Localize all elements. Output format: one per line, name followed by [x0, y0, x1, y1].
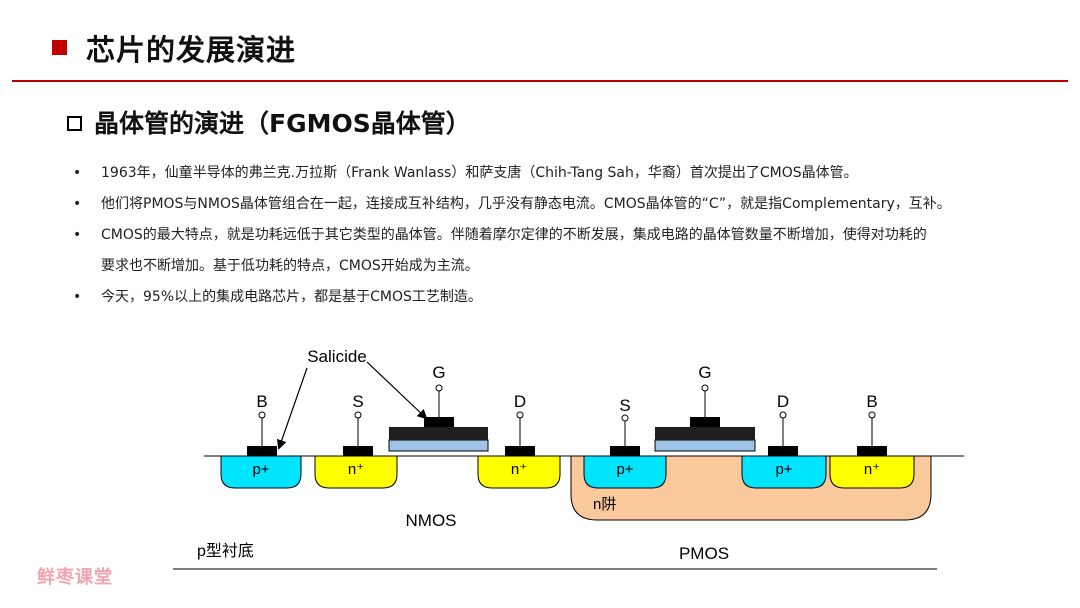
- bullet-text: 1963年，仙童半导体的弗兰克.万拉斯（Frank Wanlass）和萨支唐（C…: [101, 165, 858, 181]
- bullet-text: 今天，95%以上的集成电路芯片，都是基于CMOS工艺制造。: [101, 289, 482, 305]
- salicide-arrow-left: [276, 367, 308, 450]
- pmos-source-region-label: p+: [616, 461, 633, 478]
- nmos-terminal-b-label: B: [256, 392, 267, 411]
- salicide-label: Salicide: [307, 347, 367, 366]
- bullet-dot: •: [73, 196, 82, 212]
- pmos-body-region-label: n⁺: [864, 461, 880, 478]
- bullet-text: 要求也不断增加。基于低功耗的特点，CMOS开始成为主流。: [101, 258, 479, 274]
- bullet-item: • 今天，95%以上的集成电路芯片，都是基于CMOS工艺制造。: [70, 282, 1050, 313]
- watermark: 鲜枣课堂: [37, 567, 113, 588]
- pmos-label: PMOS: [679, 544, 729, 563]
- substrate-label: p型衬底: [197, 542, 254, 560]
- nmos-gate-contact: [424, 417, 454, 427]
- pmos-terminal-g-label: G: [698, 363, 711, 382]
- nmos-terminal-s-label: S: [352, 392, 363, 411]
- section-subtitle: 晶体管的演进（FGMOS晶体管）: [94, 109, 471, 138]
- nmos-label: NMOS: [406, 511, 457, 530]
- nmos-source-region-label: n⁺: [348, 461, 364, 478]
- nmos-body-region-label: p+: [252, 461, 269, 478]
- nmos-body-p-plus-region: [220, 455, 302, 489]
- pmos-source-p-plus-region: [583, 455, 667, 489]
- bullet-dot: •: [73, 165, 82, 181]
- bullet-item: • 他们将PMOS与NMOS晶体管组合在一起，连接成互补结构，几乎没有静态电流。…: [70, 189, 1050, 220]
- pmos-drain-region-label: p+: [775, 461, 792, 478]
- bullet-item-continuation: 要求也不断增加。基于低功耗的特点，CMOS开始成为主流。: [70, 251, 1050, 282]
- pmos-gate-oxide: [654, 439, 756, 452]
- pmos-terminal-b-label: B: [866, 392, 877, 411]
- nmos-gate-oxide: [388, 439, 489, 452]
- bullet-text: CMOS的最大特点，就是功耗远低于其它类型的晶体管。伴随着摩尔定律的不断发展，集…: [101, 227, 927, 243]
- nmos-drain-n-plus-region: [477, 455, 561, 489]
- nmos-source-contact: [343, 446, 373, 456]
- title-bullet-square: [52, 40, 67, 55]
- pmos-source-contact: [610, 446, 640, 456]
- pmos-gate-contact: [690, 417, 720, 427]
- bullet-dot: •: [73, 227, 82, 243]
- slide-title: 芯片的发展演进: [86, 33, 297, 67]
- terminal-leads: [258, 384, 876, 446]
- n-well-label: n阱: [593, 496, 616, 513]
- bullet-dot: •: [73, 289, 82, 305]
- pmos-drain-p-plus-region: [741, 455, 827, 489]
- nmos-body-contact: [247, 446, 277, 456]
- nmos-terminal-g-label: G: [432, 363, 445, 382]
- bullet-item: • CMOS的最大特点，就是功耗远低于其它类型的晶体管。伴随着摩尔定律的不断发展…: [70, 220, 1050, 251]
- pmos-gate-poly: [655, 427, 755, 440]
- bullet-item: • 1963年，仙童半导体的弗兰克.万拉斯（Frank Wanlass）和萨支唐…: [70, 158, 1050, 189]
- nmos-terminal-d-label: D: [514, 392, 526, 411]
- pmos-drain-contact: [768, 446, 798, 456]
- nmos-drain-contact: [505, 446, 535, 456]
- title-divider: [12, 80, 1068, 82]
- subtitle-bullet-box: [67, 116, 82, 131]
- pmos-terminal-d-label: D: [777, 392, 789, 411]
- nmos-drain-region-label: n⁺: [511, 461, 527, 478]
- nmos-source-n-plus-region: [314, 455, 398, 489]
- pmos-terminal-s-label: S: [619, 396, 630, 415]
- salicide-arrow-right: [366, 361, 428, 420]
- bullet-text: 他们将PMOS与NMOS晶体管组合在一起，连接成互补结构，几乎没有静态电流。CM…: [101, 196, 951, 212]
- pmos-body-n-plus-region: [829, 455, 915, 489]
- pmos-body-contact: [857, 446, 887, 456]
- nmos-gate-poly: [389, 427, 488, 440]
- bullet-list: • 1963年，仙童半导体的弗兰克.万拉斯（Frank Wanlass）和萨支唐…: [70, 158, 1050, 313]
